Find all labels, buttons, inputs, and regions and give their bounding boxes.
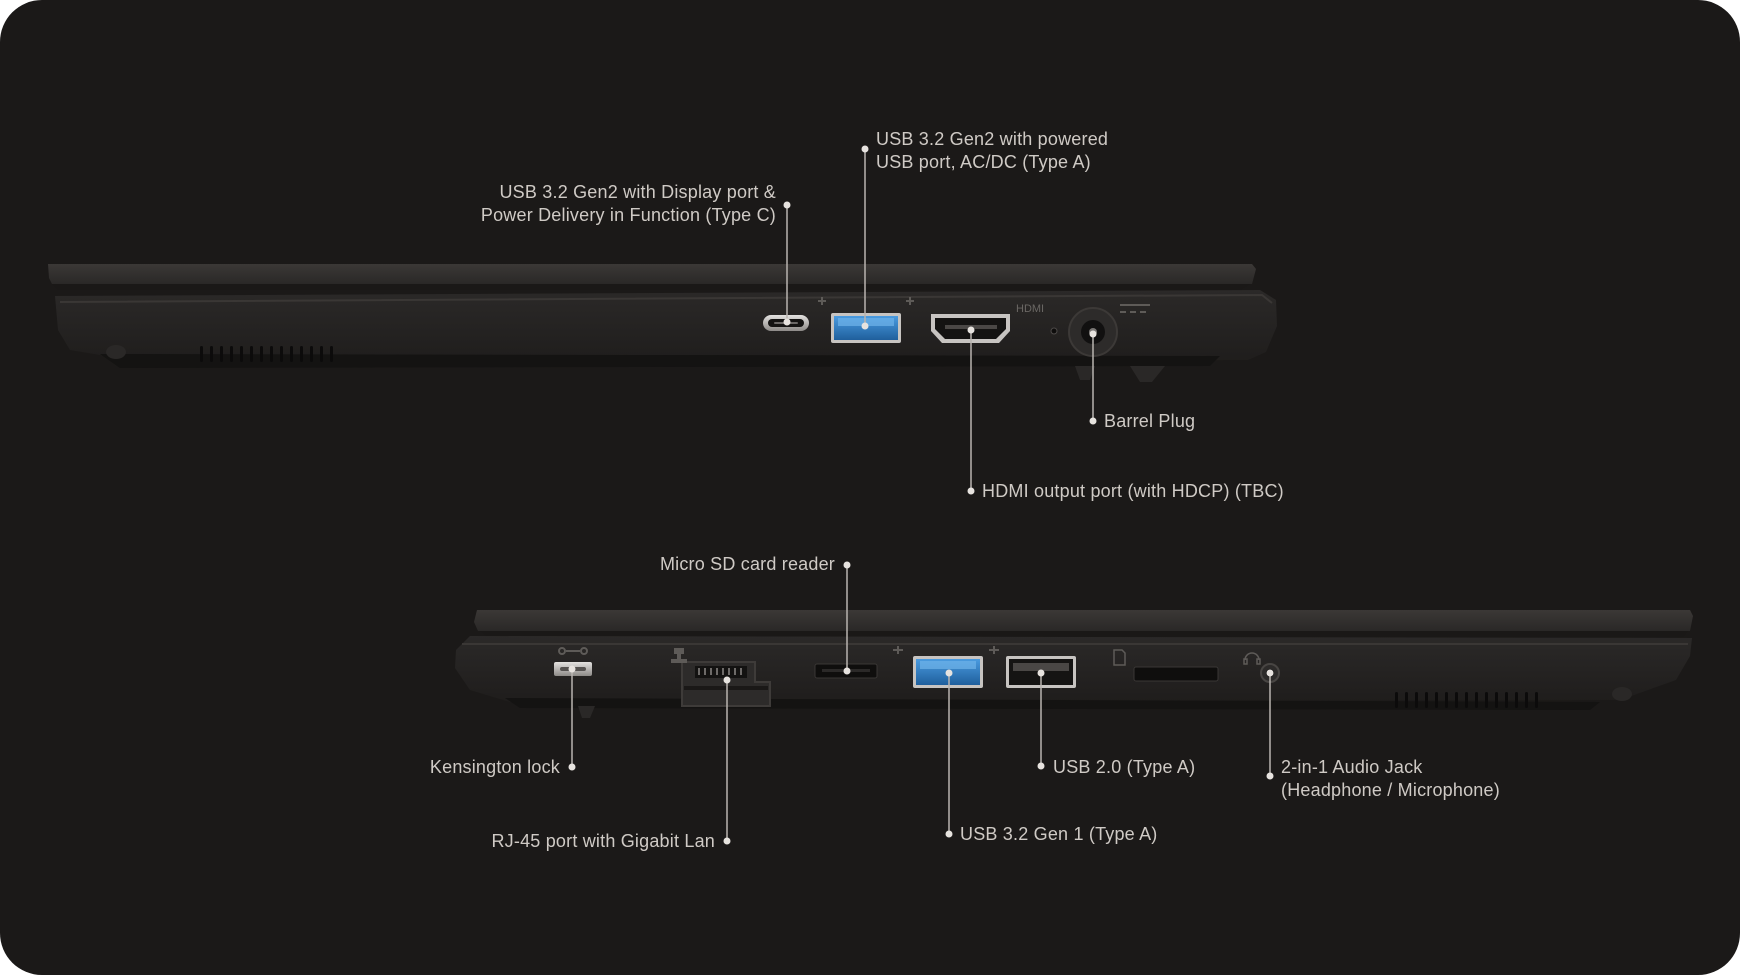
callout-kensington-line-1: Kensington lock [429,757,560,777]
callout-barrel-plug-line-1: Barrel Plug [1104,411,1196,431]
laptop-side-bottom [455,610,1693,718]
rubber-feet-top [106,345,1165,382]
leader-barrel [1089,330,1097,425]
callout-usb-c-line-1: USB 3.2 Gen2 with Display port & [499,182,776,202]
callout-audio-jack: 2-in-1 Audio Jack (Headphone / Microphon… [1281,756,1500,802]
callout-audio-jack-line-1: 2-in-1 Audio Jack [1281,757,1423,777]
callout-rj45: RJ-45 port with Gigabit Lan [430,830,715,853]
sd-card-slot [1133,666,1219,682]
callout-usb-c: USB 3.2 Gen2 with Display port & Power D… [440,181,776,227]
callout-usb2-line-1: USB 2.0 (Type A) [1053,757,1196,777]
leader-kensington [568,665,576,771]
callout-usb-a-powered-line-2: USB port, AC/DC (Type A) [876,152,1091,172]
vent-slots-bottom [1395,692,1538,708]
dc-marking-icon [1120,304,1150,313]
sd-card-marking-icon [1113,649,1126,666]
leader-usb32gen1 [945,669,953,838]
leader-usb2 [1037,669,1045,770]
rj45-port [681,661,771,707]
callout-hdmi-line-1: HDMI output port (with HDCP) (TBC) [982,481,1284,501]
laptop-bottom-lid [474,610,1693,631]
vent-slots-top [200,346,333,362]
network-marking-icon [671,648,687,663]
leader-usb-c [783,201,791,326]
callout-usb32gen1-line-1: USB 3.2 Gen 1 (Type A) [960,824,1158,844]
leader-usb-a-powered [861,145,869,330]
callout-microsd-line-1: Micro SD card reader [659,554,835,574]
laptop-bottom-lid-edge [480,631,1688,637]
leader-microsd [843,561,851,675]
laptop-top-body-highlight [59,293,1273,304]
rubber-feet-bottom [578,687,1632,718]
leader-audio [1266,669,1274,780]
callout-usb2: USB 2.0 (Type A) [1053,756,1195,779]
headphone-marking-icon [1243,652,1261,665]
usb-a-powered-marking-icon [818,297,914,305]
kensington-marking-icon [558,647,588,655]
callout-barrel-plug: Barrel Plug [1104,410,1195,433]
callout-hdmi: HDMI output port (with HDCP) (TBC) [982,480,1284,503]
callout-usb32gen1: USB 3.2 Gen 1 (Type A) [960,823,1158,846]
leader-rj45 [723,676,731,845]
leader-lines [568,145,1274,845]
callout-audio-jack-line-2: (Headphone / Microphone) [1281,780,1500,800]
laptop-top-lid [48,264,1256,284]
charging-led [1050,327,1058,335]
usb-marking-icons-bottom [893,646,999,654]
leader-hdmi [967,326,975,495]
hdmi-marking-text: HDMI [1016,303,1044,315]
callout-usb-a-powered-line-1: USB 3.2 Gen2 with powered [876,129,1109,149]
laptop-top-lid-edge [52,284,1250,290]
callout-kensington: Kensington lock [380,756,560,779]
callout-usb-a-powered: USB 3.2 Gen2 with powered USB port, AC/D… [876,128,1108,174]
laptop-top-bottom-shell [100,354,1220,368]
callout-rj45-line-1: RJ-45 port with Gigabit Lan [491,831,715,851]
laptop-bottom-bottom-shell [505,698,1600,710]
callout-microsd: Micro SD card reader [606,553,835,576]
callout-usb-c-line-2: Power Delivery in Function (Type C) [480,205,776,225]
